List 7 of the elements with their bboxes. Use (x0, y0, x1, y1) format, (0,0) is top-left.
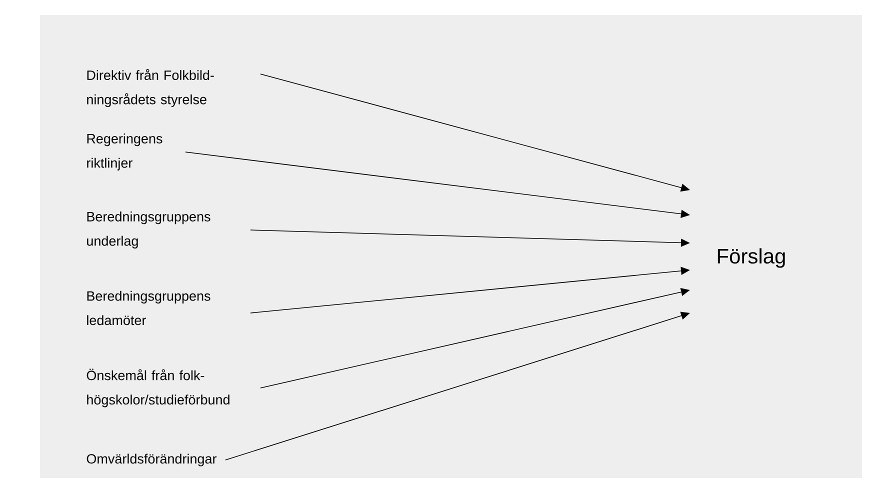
source-label: Omvärldsförändringar (86, 454, 216, 466)
source-label: Beredningsgruppens ledamöter (87, 290, 210, 326)
result-label: Förslag (718, 248, 785, 268)
source-label: Regeringens riktlinjer (87, 134, 162, 170)
source-label: Direktiv från Folkbild- ningsrådets styrelse (87, 69, 214, 107)
source-label: Beredningsgruppens underlag (87, 212, 210, 248)
source-label: Önskemål från folk- högskolor/studieförbund (86, 368, 230, 408)
